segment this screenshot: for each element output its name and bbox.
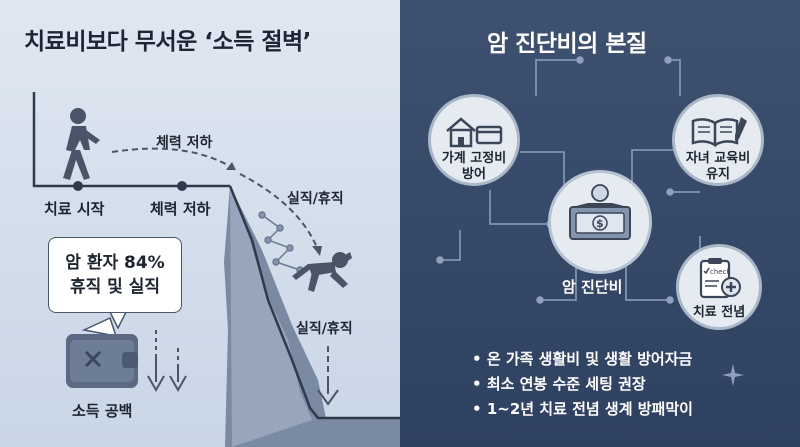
- falling-person-icon: [292, 252, 352, 292]
- income-cliff-illustration: [32, 92, 400, 447]
- drop-label-upper: 실직/휴직: [287, 191, 344, 207]
- node-education-label-1: 자녀 교육비: [685, 151, 751, 166]
- bullet-item: 온 가족 생활비 및 생활 방어자금: [472, 347, 693, 372]
- fall-arrow: [239, 173, 319, 251]
- timeline-label-decline: 체력 저하: [150, 200, 211, 218]
- timeline-dot-decline: [177, 181, 187, 191]
- income-cliff-title: 치료비보다 무서운 ‘소득 절벽’: [24, 29, 311, 55]
- center-node-label: 암 진단비: [562, 278, 623, 296]
- clipboard-check-icon: check: [699, 258, 741, 299]
- house-card-icon: [446, 117, 503, 148]
- dollar-symbol: $: [596, 217, 604, 230]
- income-gap-label: 소득 공백: [72, 402, 133, 420]
- statistic-line-1: 암 환자 84%: [65, 253, 165, 273]
- drop-label-lower: 실직/휴직: [296, 321, 353, 337]
- node-household-label-1: 가계 고정비: [441, 151, 507, 166]
- timeline-dot-start: [73, 181, 83, 191]
- clipboard-check-text: check: [710, 268, 731, 276]
- income-line: [228, 185, 400, 420]
- node-education-label-2: 유지: [706, 167, 730, 182]
- node-household-fixed-cost: 가계 고정비 방어: [428, 94, 520, 186]
- walking-person-icon: [63, 108, 100, 180]
- drop-down-arrow: [317, 346, 339, 406]
- money-box-icon: $: [569, 184, 631, 240]
- diagnosis-benefit-title: 암 진단비의 본질: [487, 31, 647, 57]
- node-household-label-2: 방어: [462, 167, 486, 182]
- node-cancer-diagnosis-benefit: $: [548, 170, 652, 274]
- node-child-education: 자녀 교육비 유지: [672, 94, 764, 186]
- income-decrease-arrows: [147, 330, 187, 393]
- decline-arrow: [111, 147, 237, 171]
- node-treatment-label: 치료 전념: [692, 305, 746, 320]
- timeline-label-start: 치료 시작: [44, 200, 105, 218]
- statistic-bubble: 암 환자 84% 휴직 및 실직: [48, 237, 182, 313]
- statistic-line-2: 휴직 및 실직: [69, 277, 161, 297]
- chart-axis: [32, 92, 230, 188]
- bullet-item: 최소 연봉 수준 세팅 권장: [472, 372, 693, 397]
- book-pencil-icon: [691, 117, 747, 148]
- empty-wallet-icon: [66, 316, 138, 388]
- benefit-bullet-list: 온 가족 생활비 및 생활 방어자금 최소 연봉 수준 세팅 권장 1~2년 치…: [472, 347, 693, 422]
- network-lines: [436, 56, 704, 304]
- bullet-item: 1~2년 치료 전념 생계 방패막이: [472, 397, 693, 422]
- decline-arrow-label: 체력 저하: [156, 135, 213, 151]
- sparkle-icon: [722, 364, 744, 386]
- node-treatment-focus: check 치료 전념: [676, 244, 762, 330]
